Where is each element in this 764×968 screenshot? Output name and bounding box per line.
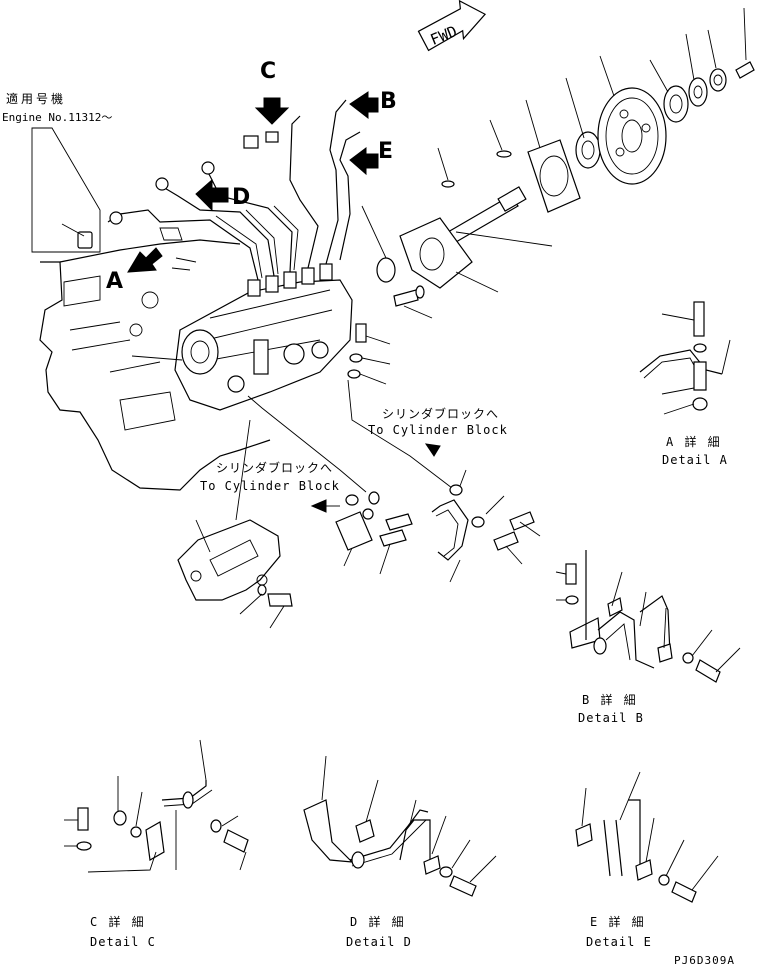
serial-label-en: Engine No.11312～ bbox=[2, 111, 112, 124]
detail-b-title-en: Detail B bbox=[578, 711, 644, 725]
view-arrow-c: C bbox=[254, 59, 290, 125]
cylinder-note-1: シリンダブロックへ To Cylinder Block bbox=[347, 379, 508, 489]
cylinder-note-1-jp: シリンダブロックへ bbox=[382, 406, 499, 421]
clamp-bracket bbox=[335, 491, 413, 575]
detail-a: A 詳 細 Detail A bbox=[639, 301, 731, 467]
view-arrow-d: D bbox=[195, 178, 250, 212]
detail-e: E 詳 細 Detail E bbox=[575, 771, 719, 949]
detail-b-title-jp: B 詳 細 bbox=[582, 692, 638, 707]
injection-pump bbox=[174, 263, 353, 411]
delivery-valves bbox=[247, 263, 333, 297]
detail-a-title-en: Detail A bbox=[662, 453, 728, 467]
detail-d-title-jp: D 詳 細 bbox=[350, 914, 406, 929]
cylinder-note-2: シリンダブロックへ To Cylinder Block bbox=[200, 395, 367, 513]
cylinder-note-1-en: To Cylinder Block bbox=[368, 423, 508, 437]
detail-c: C 詳 細 Detail C bbox=[64, 739, 249, 949]
detail-c-title-en: Detail C bbox=[90, 935, 156, 949]
marker-d: D bbox=[232, 185, 250, 210]
marker-b: B bbox=[380, 89, 397, 114]
pump-bracket bbox=[177, 419, 293, 629]
detail-d: D 詳 細 Detail D bbox=[303, 755, 497, 949]
cylinder-note-2-en: To Cylinder Block bbox=[200, 479, 340, 493]
cylinder-note-2-jp: シリンダブロックへ bbox=[216, 460, 333, 475]
view-arrow-b: B bbox=[349, 89, 397, 120]
serial-note: 適用号機 Engine No.11312～ bbox=[2, 91, 112, 253]
detail-c-title-jp: C 詳 細 bbox=[90, 914, 146, 929]
engine-block bbox=[39, 239, 271, 491]
oil-pipe-assembly bbox=[431, 469, 541, 583]
injection-pipes bbox=[107, 99, 361, 281]
pump-hardware bbox=[131, 323, 391, 385]
detail-d-title-en: Detail D bbox=[346, 935, 412, 949]
detail-e-title-jp: E 詳 細 bbox=[590, 914, 646, 929]
marker-c: C bbox=[260, 59, 276, 84]
detail-b: B 詳 細 Detail B bbox=[555, 550, 741, 725]
view-arrow-e: E bbox=[349, 139, 393, 176]
fwd-arrow: FWD bbox=[417, 0, 487, 52]
detail-e-title-en: Detail E bbox=[586, 935, 652, 949]
drawing-number: PJ6D309A bbox=[674, 954, 735, 967]
detail-a-title-jp: A 詳 細 bbox=[666, 434, 722, 449]
serial-label-jp: 適用号機 bbox=[6, 91, 66, 106]
marker-e: E bbox=[378, 139, 393, 164]
drive-gear-assembly bbox=[361, 7, 755, 319]
marker-a: A bbox=[106, 269, 123, 294]
view-arrow-a: A bbox=[106, 247, 163, 294]
